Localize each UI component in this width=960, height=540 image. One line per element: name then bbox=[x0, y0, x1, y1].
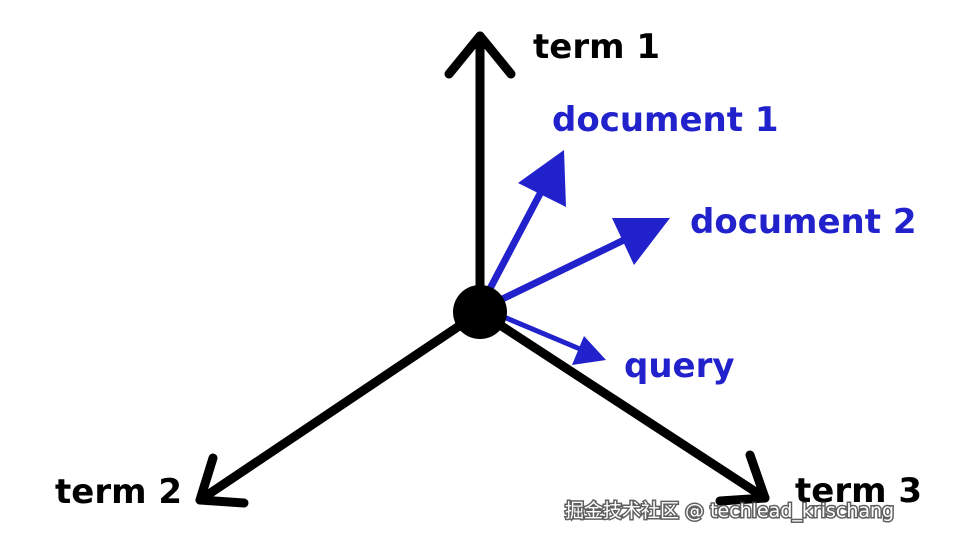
document2-vector bbox=[486, 235, 630, 309]
term2-arrowhead bbox=[195, 453, 249, 508]
document1-arrowhead bbox=[518, 150, 566, 207]
query-vector bbox=[489, 309, 583, 352]
query-arrowhead bbox=[572, 336, 606, 365]
term3-label: term 3 bbox=[795, 471, 922, 511]
vectors bbox=[480, 150, 670, 365]
term1-label: term 1 bbox=[533, 27, 660, 67]
term3-axis bbox=[475, 307, 770, 503]
watermark: 掘金技术社区 @ techlead_krischang bbox=[565, 500, 894, 522]
origin-dot bbox=[453, 285, 507, 339]
term1-arrowhead bbox=[444, 31, 516, 79]
document1-vector bbox=[480, 186, 546, 304]
term2-axis bbox=[195, 307, 485, 505]
query-label: query bbox=[624, 346, 735, 386]
term2-label: term 2 bbox=[55, 472, 182, 512]
axes bbox=[195, 31, 770, 508]
document2-arrowhead bbox=[612, 218, 670, 265]
document2-label: document 2 bbox=[690, 202, 917, 242]
document1-label: document 1 bbox=[552, 100, 779, 140]
term3-arrowhead bbox=[715, 450, 770, 506]
